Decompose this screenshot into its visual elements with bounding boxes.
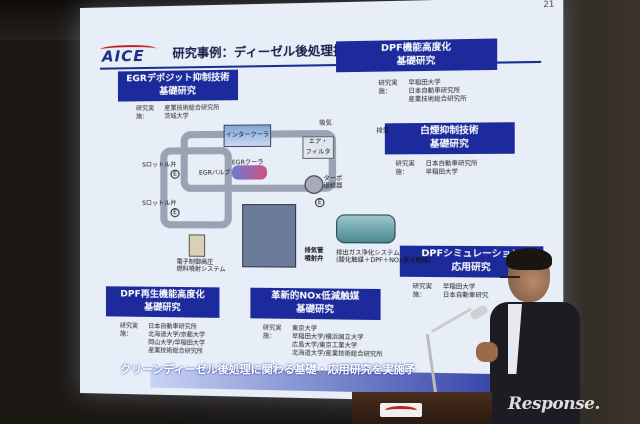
topic-title-line2: 基礎研究 (429, 139, 469, 151)
injector-label-line: 噴射弁 (304, 255, 324, 263)
institutions-nox-catalyst: 研究実施：東京大学早稲田大学/横浜国立大学広島大学/東京工業大学北海道大学/産業… (263, 325, 383, 360)
watermark: Response. (508, 394, 600, 414)
institutions-dpf-regeneration: 研究実施：日本自動車研究所北海道大学/京都大学岡山大学/早稲田大学産業技術総合研… (120, 323, 205, 357)
institution: 産業技術総合研究所 (148, 347, 204, 356)
air-filter-label: エア・ (308, 138, 328, 146)
turbo-label-line: ターボ (323, 175, 343, 183)
topic-nox-catalyst: 革新的NOx低減触媒 基礎研究 (250, 287, 381, 321)
institutions-label: 研究実施： (262, 324, 282, 341)
turbo-label-line: 過給器 (323, 182, 343, 190)
presenter (476, 248, 580, 424)
topic-title-line1: EGRデポジット抑制技術 (126, 72, 230, 85)
exhaust-label: 排気 (376, 127, 390, 135)
egr-cooler (231, 165, 267, 180)
engine-block (242, 204, 297, 268)
topic-title-line2: 基礎研究 (296, 304, 334, 316)
institutions-white-smoke: 研究実施： 日本自動車研究所早稲田大学 (396, 160, 478, 177)
topic-dpf-regeneration: DPF再生機能高度化 基礎研究 (105, 286, 220, 318)
presenter-hand (476, 342, 498, 362)
slide-number: 21 (543, 0, 555, 10)
injector-label-line: 排気管 (304, 247, 324, 255)
institutions-dpf-simulation: 研究実施：早稲田大学日本自動車研究 (413, 283, 489, 300)
ecu-label: 電子制御高圧 燃料噴射システム (177, 259, 226, 274)
topic-title-line1: 白煙抑制技術 (420, 125, 479, 137)
institution: 産業技術総合研究所 (408, 95, 467, 104)
air-filter-label: フィルタ (305, 148, 331, 156)
institutions-label: 研究実施： (412, 283, 433, 299)
sensor-e-3: E (315, 197, 325, 208)
podium-logo-icon (385, 406, 417, 415)
institutions-label: 研究実施： (395, 160, 415, 177)
topic-title-line1: DPF再生機能高度化 (120, 289, 205, 301)
egr-cooler-label: EGRクーラ (231, 159, 264, 167)
injector-label: 排気管 噴射弁 (305, 247, 324, 264)
throttle-label-1: Sロットル弁 (142, 161, 177, 169)
turbo-charger (304, 175, 324, 194)
institution: 早稲田大学 (425, 168, 459, 177)
institution: 日本自動車研究所 (425, 160, 478, 168)
egr-valve-label: EGRバルブ (198, 169, 231, 177)
sensor-e-1: E (170, 169, 180, 179)
intercooler: インタークーラ (223, 124, 272, 148)
air-filter: エア・ フィルタ (302, 136, 334, 159)
topic-white-smoke: 白煙抑制技術 基礎研究 (384, 122, 515, 155)
ecu-label-line: 燃料噴射システム (176, 265, 226, 274)
system-label-line: (酸化触媒＋DPF＋NOx還元触媒) (336, 256, 432, 265)
topic-title-line1: 革新的NOx低減触媒 (271, 290, 360, 303)
podium (352, 392, 492, 424)
glasses-icon (500, 272, 520, 278)
presenter-jacket (490, 302, 580, 424)
system-label: 排出ガス浄化システム (酸化触媒＋DPF＋NOx還元触媒) (336, 249, 431, 264)
sensor-e-2: E (170, 208, 180, 218)
institution: 日本自動車研究 (442, 291, 489, 300)
ecu-unit (188, 234, 206, 257)
intake-label: 吸気 (319, 119, 332, 128)
topic-title-line2: 基礎研究 (396, 56, 436, 68)
engine-diagram: インタークーラ エア・ フィルタ 吸気 排気 EGRクーラ EGRバルブ ターボ… (140, 92, 431, 274)
presenter-hair (506, 248, 552, 270)
aice-logo: AICE (101, 46, 145, 66)
turbo-label: ターボ 過給器 (323, 175, 342, 189)
throttle-label-2: Sロットル弁 (142, 199, 177, 208)
topic-title-line2: 基礎研究 (144, 302, 181, 314)
summary-banner-text: クリーンディーゼル後処理に関わる基礎・応用研究を実施予 (120, 363, 416, 376)
topic-dpf-function: DPF機能高度化 基礎研究 (336, 38, 498, 73)
exhaust-catalyst (336, 214, 396, 244)
institution: 北海道大学/産業技術総合研究所 (291, 349, 383, 359)
institutions-label: 研究実施： (119, 322, 139, 338)
